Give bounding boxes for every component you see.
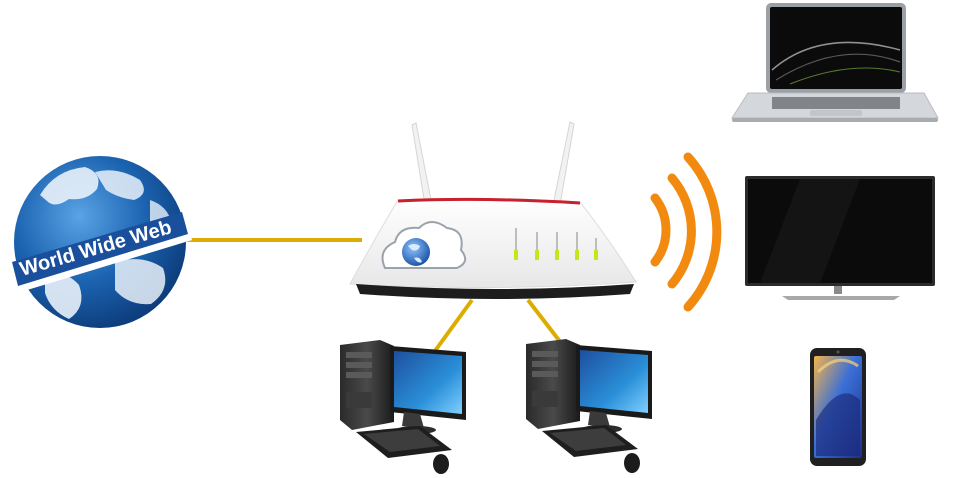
- desktop-computer-icon: [526, 339, 652, 473]
- laptop-icon: [731, 3, 939, 122]
- globe-icon: World Wide Web: [6, 156, 192, 328]
- wifi-signal-icon: [650, 152, 722, 312]
- cable-router-pc-left: [430, 298, 474, 357]
- router-icon: [349, 121, 637, 299]
- smartphone-icon: [810, 348, 866, 466]
- router-leds: [514, 228, 598, 260]
- television-icon: [745, 176, 935, 300]
- cloud-globe-logo: [381, 221, 467, 269]
- desktop-computer-icon: [340, 340, 466, 474]
